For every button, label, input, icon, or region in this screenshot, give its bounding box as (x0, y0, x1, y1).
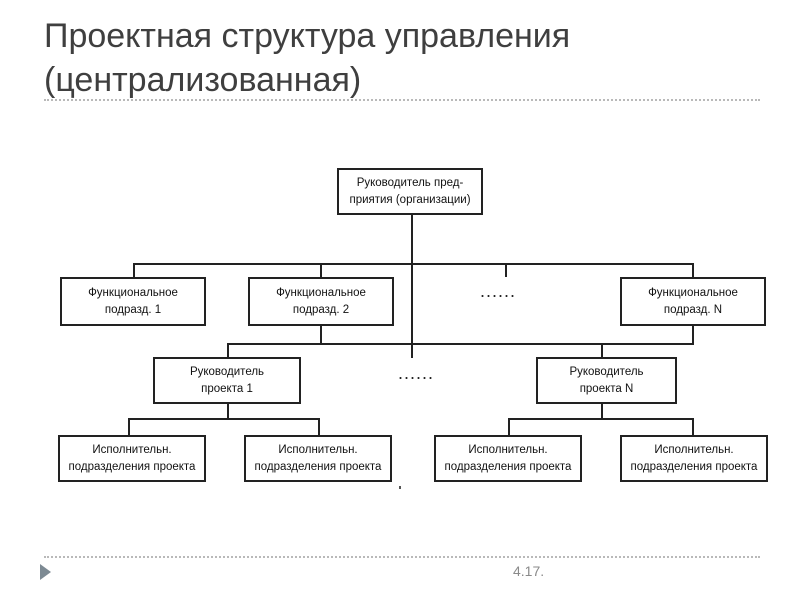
functional-unit-box: Функциональное подразд. 2 (248, 277, 394, 326)
executive-unit-line-2: подразделения проекта (444, 461, 572, 473)
connector-executive-1 (128, 418, 130, 435)
footer-divider (44, 556, 760, 558)
executive-unit-line-1: Исполнительн. (468, 444, 548, 456)
functional-unit-line-2: подразд. 2 (292, 304, 350, 316)
executive-unit-line-2: подразделения проекта (630, 461, 758, 473)
functional-unit-box: Функциональное подразд. 1 (60, 277, 206, 326)
executive-unit-line-1: Исполнительн. (654, 444, 734, 456)
connector-functional-2-down (320, 326, 322, 344)
project-manager-line-2: проекта 1 (201, 383, 253, 395)
connector-project-n (601, 343, 603, 357)
connector-project-n-down (601, 403, 603, 419)
functional-unit-line-1: Функциональное (648, 287, 738, 299)
executive-unit-box: Исполнительн. подразделения проекта (58, 435, 206, 482)
connector-functional-n (692, 263, 694, 277)
connector-project-1 (227, 343, 229, 357)
functional-units-ellipsis: ...... (480, 281, 517, 301)
triangle-bullet-icon (40, 564, 51, 580)
executive-unit-line-2: подразделения проекта (68, 461, 196, 473)
functional-unit-line-1: Функциональное (276, 287, 366, 299)
root-manager-line-1: Руководитель пред- (356, 177, 464, 189)
project-managers-ellipsis: ...... (398, 363, 435, 383)
executive-unit-box: Исполнительн. подразделения проекта (620, 435, 768, 482)
project-manager-line-2: проекта N (579, 383, 634, 395)
project-manager-line-1: Руководитель (189, 366, 265, 378)
connector-functional-n-down (692, 326, 694, 344)
connector-functional-1 (133, 263, 135, 277)
slide-number: 4.17. (513, 563, 545, 579)
connector-executive-bus-left (128, 418, 320, 420)
executive-unit-line-1: Исполнительн. (278, 444, 358, 456)
connector-root-trunk (411, 214, 413, 358)
executive-unit-box: Исполнительн. подразделения проекта (244, 435, 392, 482)
connector-functional-mid (505, 263, 507, 277)
slide-title-line-1: Проектная структура управления (44, 17, 571, 55)
project-manager-box: Руководитель проекта N (536, 357, 677, 404)
root-manager-line-2: приятия (организации) (349, 194, 471, 206)
connector-project-1-down (227, 403, 229, 419)
functional-unit-line-2: подразд. 1 (104, 304, 162, 316)
connector-executive-3 (508, 418, 510, 435)
title-divider (44, 99, 760, 101)
connector-executive-bus-right (508, 418, 694, 420)
executive-unit-line-2: подразделения проекта (254, 461, 382, 473)
connector-executive-2 (318, 418, 320, 435)
executive-unit-box: Исполнительн. подразделения проекта (434, 435, 582, 482)
slide-title: Проектная структура управления (централи… (44, 14, 764, 102)
executive-unit-line-1: Исполнительн. (92, 444, 172, 456)
connector-project-bus (227, 343, 694, 345)
functional-unit-line-2: подразд. N (663, 304, 723, 316)
connector-functional-2 (320, 263, 322, 277)
connector-functional-bus (133, 263, 693, 265)
project-manager-box: Руководитель проекта 1 (153, 357, 301, 404)
functional-unit-line-1: Функциональное (88, 287, 178, 299)
functional-unit-box: Функциональное подразд. N (620, 277, 766, 326)
slide-title-line-2: (централизованная) (44, 61, 362, 99)
project-manager-line-1: Руководитель (569, 366, 644, 378)
scan-speck (399, 486, 401, 489)
connector-executive-4 (692, 418, 694, 435)
root-manager-box: Руководитель пред- приятия (организации) (337, 168, 483, 215)
